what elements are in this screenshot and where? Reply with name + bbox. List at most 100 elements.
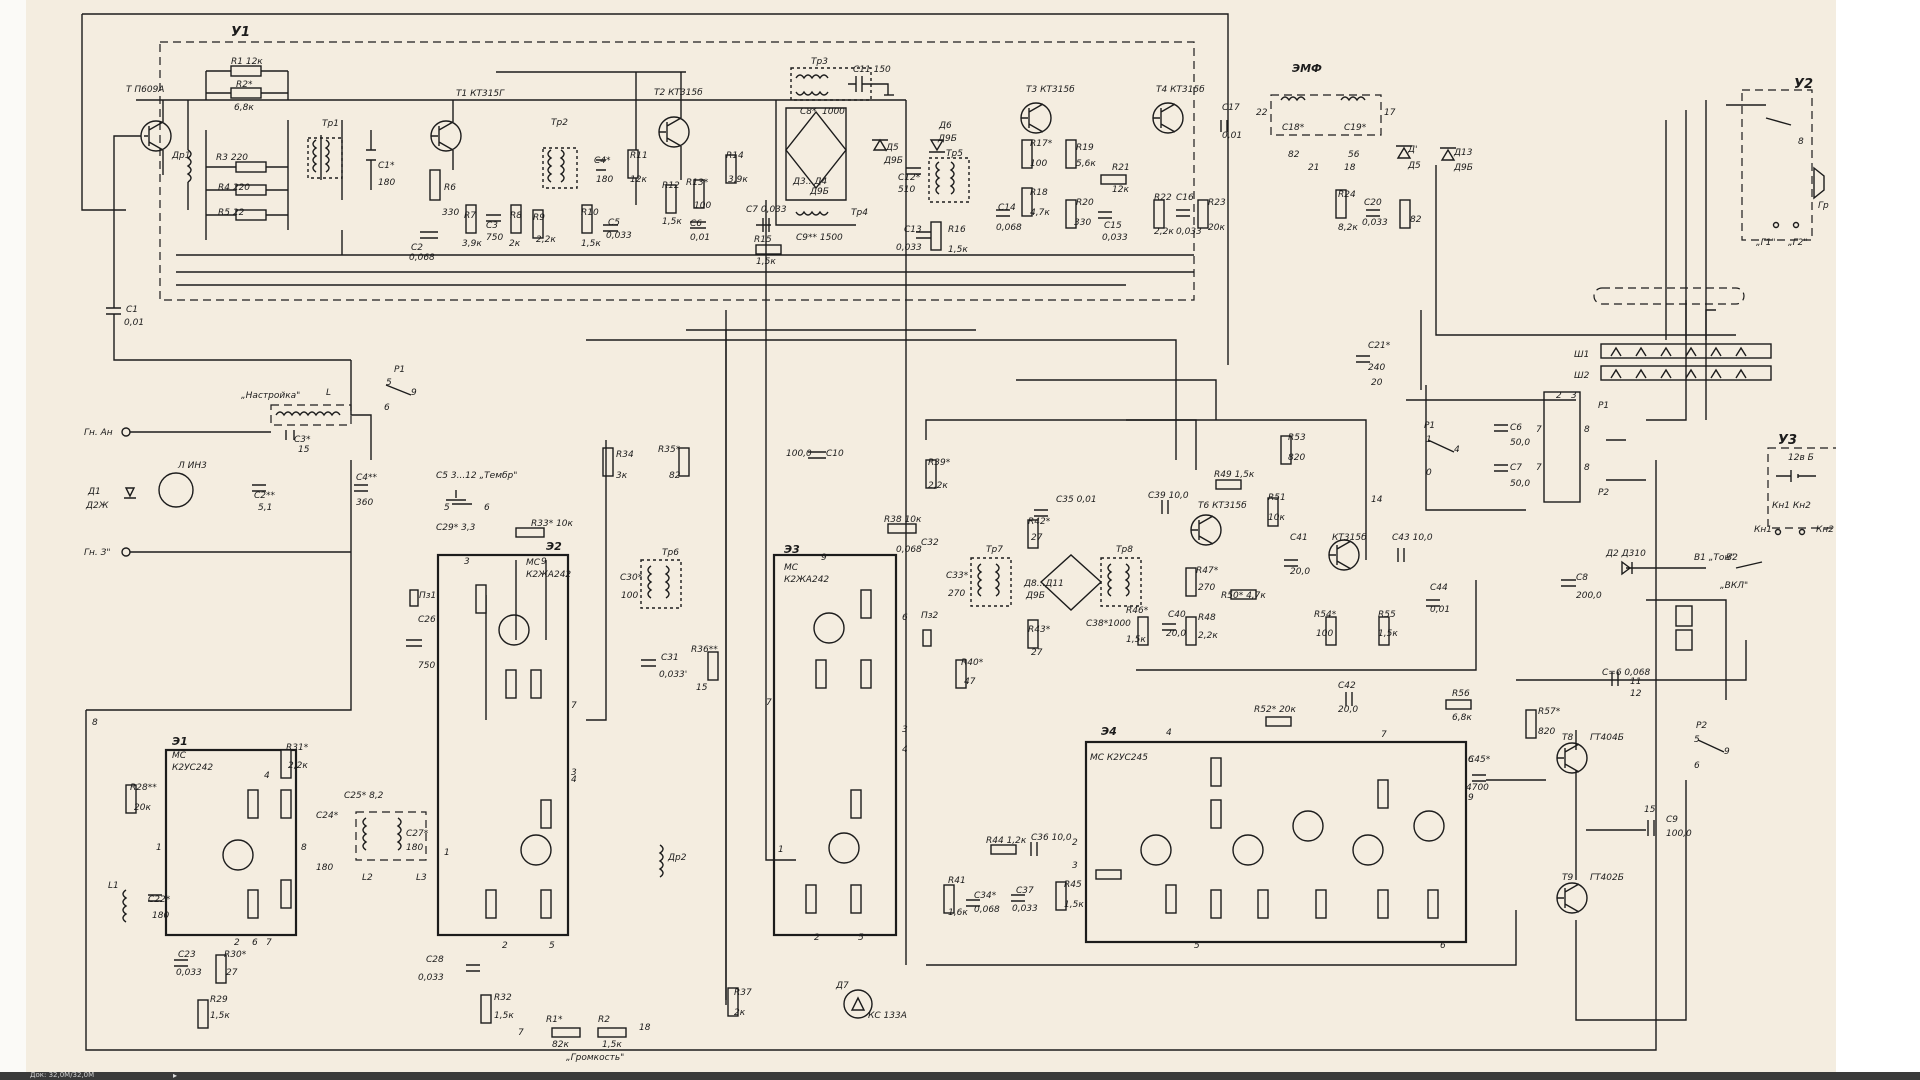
svg-text:Др2: Др2 — [667, 853, 687, 863]
battery-label: 12в Б — [1788, 453, 1814, 463]
svg-text:1000: 1000 — [822, 107, 845, 117]
svg-text:R49 1,5к: R49 1,5к — [1214, 470, 1255, 480]
svg-text:R56: R56 — [1452, 689, 1470, 699]
speaker-label: Гр — [1818, 201, 1829, 211]
svg-text:Тр4: Тр4 — [851, 208, 868, 218]
svg-text:0,033: 0,033 — [1102, 233, 1128, 243]
on-label: „ВКЛ" — [1720, 581, 1748, 591]
svg-text:2,2к: 2,2к — [1198, 631, 1218, 641]
svg-text:360: 360 — [356, 498, 373, 508]
svg-text:270: 270 — [948, 589, 965, 599]
schematic-paper: У1 Т П609А Др1 R1 12к 6,8к R2* — [26, 0, 1839, 1072]
svg-text:50,0: 50,0 — [1510, 438, 1530, 448]
svg-text:R39*: R39* — [928, 458, 951, 468]
svg-text:R32: R32 — [494, 993, 512, 1003]
svg-text:0,033: 0,033 — [896, 243, 922, 253]
svg-text:750: 750 — [486, 233, 503, 243]
svg-text:C3: C3 — [486, 221, 498, 231]
gn-z-label: Гн. З" — [84, 548, 111, 558]
svg-text:20к: 20к — [134, 803, 151, 813]
svg-text:7: 7 — [266, 938, 272, 948]
svg-text:Д5: Д5 — [1407, 161, 1421, 171]
svg-text:100,0: 100,0 — [1666, 829, 1692, 839]
svg-text:27: 27 — [226, 968, 238, 978]
svg-text:P1: P1 — [1424, 421, 1435, 431]
svg-text:0,068: 0,068 — [896, 545, 922, 555]
svg-text:R15: R15 — [754, 235, 772, 245]
block-e2 — [436, 553, 570, 937]
volume-label: „Громкость" — [566, 1053, 624, 1063]
svg-text:R41: R41 — [948, 876, 966, 886]
svg-text:5: 5 — [858, 933, 864, 943]
transistor-t3 — [1020, 102, 1052, 134]
svg-text:R22: R22 — [1154, 193, 1172, 203]
svg-text:12: 12 — [1630, 689, 1642, 699]
svg-text:Д9Б: Д9Б — [809, 187, 829, 197]
svg-text:ГТ402Б: ГТ402Б — [1590, 873, 1624, 883]
svg-text:C23: C23 — [178, 950, 196, 960]
svg-text:C36 10,0: C36 10,0 — [1031, 833, 1072, 843]
svg-text:R2*: R2* — [236, 80, 253, 90]
svg-text:6: 6 — [384, 403, 390, 413]
svg-text:5: 5 — [1194, 941, 1200, 951]
svg-text:9: 9 — [821, 553, 827, 563]
svg-text:27: 27 — [1031, 533, 1043, 543]
svg-text:T8: T8 — [1562, 733, 1573, 743]
svg-text:P1: P1 — [1598, 401, 1609, 411]
transistor-t1-label: Т1 КТ315Г — [456, 89, 505, 99]
transformer-tr5 — [928, 157, 970, 203]
svg-text:5: 5 — [1694, 735, 1700, 745]
svg-text:7: 7 — [1536, 425, 1542, 435]
status-bar — [0, 1072, 1920, 1080]
svg-text:5: 5 — [386, 378, 392, 388]
svg-text:C4*: C4* — [594, 156, 611, 166]
svg-text:C28: C28 — [426, 955, 444, 965]
svg-text:Д9Б: Д9Б — [883, 156, 903, 166]
svg-text:Тр3: Тр3 — [811, 57, 828, 67]
svg-text:1,5к: 1,5к — [1126, 635, 1146, 645]
svg-text:3к: 3к — [616, 471, 628, 481]
svg-text:0,01: 0,01 — [124, 318, 144, 328]
svg-text:R19: R19 — [1076, 143, 1094, 153]
svg-text:2,2к: 2,2к — [288, 761, 308, 771]
svg-text:C45*: C45* — [1468, 755, 1491, 765]
svg-text:0,01: 0,01 — [690, 233, 710, 243]
transistor-t7-label: КТ315б — [1332, 533, 1367, 543]
transistor-t6-label: Т6 КТ315б — [1198, 501, 1247, 511]
svg-text:6,8к: 6,8к — [234, 103, 254, 113]
svg-text:7: 7 — [1381, 730, 1387, 740]
svg-text:50,0: 50,0 — [1510, 479, 1530, 489]
svg-text:R17*: R17* — [1030, 139, 1053, 149]
svg-text:20к: 20к — [1208, 223, 1225, 233]
svg-text:C27*: C27* — [406, 829, 429, 839]
svg-text:330: 330 — [1074, 218, 1091, 228]
svg-text:Р1: Р1 — [394, 365, 405, 375]
svg-text:Д7: Д7 — [835, 981, 849, 991]
svg-text:56: 56 — [1348, 150, 1360, 160]
e4-id: Э4 — [1101, 725, 1117, 738]
svg-text:L1: L1 — [108, 881, 119, 891]
svg-text:0,033: 0,033 — [1176, 227, 1202, 237]
transistor-t6 — [1190, 514, 1222, 546]
svg-text:R4 220: R4 220 — [218, 183, 250, 193]
svg-text:L: L — [326, 388, 331, 398]
svg-text:R9: R9 — [533, 213, 545, 223]
e2-type: МС — [526, 558, 541, 568]
svg-text:Д8...Д11: Д8...Д11 — [1023, 579, 1064, 589]
svg-text:B2: B2 — [1726, 553, 1738, 563]
svg-text:Д2 Д310: Д2 Д310 — [1605, 549, 1646, 559]
svg-text:8: 8 — [1798, 137, 1804, 147]
svg-text:C41: C41 — [1290, 533, 1308, 543]
u3-label: У3 — [1778, 433, 1797, 448]
svg-text:R55: R55 — [1378, 610, 1396, 620]
svg-text:R36**: R36** — [691, 645, 718, 655]
svg-text:1,5к: 1,5к — [581, 239, 601, 249]
svg-text:P2: P2 — [1696, 721, 1707, 731]
transistor-t-label: Т П609А — [126, 85, 164, 95]
status-arrow-icon[interactable]: ▸ — [173, 1071, 178, 1080]
svg-text:7: 7 — [1536, 463, 1542, 473]
transistor-t3-label: Т3 КТ315б — [1026, 85, 1075, 95]
svg-text:820: 820 — [1288, 453, 1305, 463]
block-e3 — [772, 553, 898, 937]
svg-text:200,0: 200,0 — [1576, 591, 1602, 601]
